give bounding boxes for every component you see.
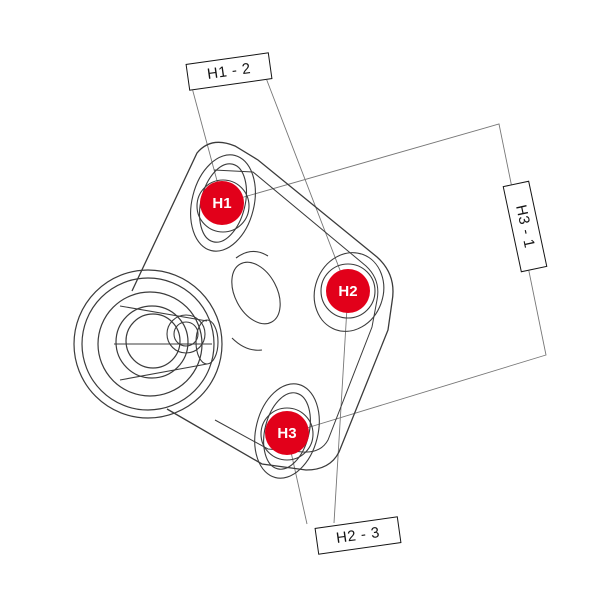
- marker-h1: H1: [200, 181, 244, 225]
- center-boss: [231, 261, 281, 325]
- socket-outline: [73, 269, 223, 419]
- plate-outline: [131, 141, 394, 471]
- marker-h3: H3: [265, 411, 309, 455]
- boss-arc-top: [235, 250, 269, 259]
- stud-outline: [114, 305, 219, 381]
- boss-arc-bottom: [231, 337, 263, 351]
- dimension-lines: [190, 77, 547, 525]
- marker-h2: H2: [326, 269, 370, 313]
